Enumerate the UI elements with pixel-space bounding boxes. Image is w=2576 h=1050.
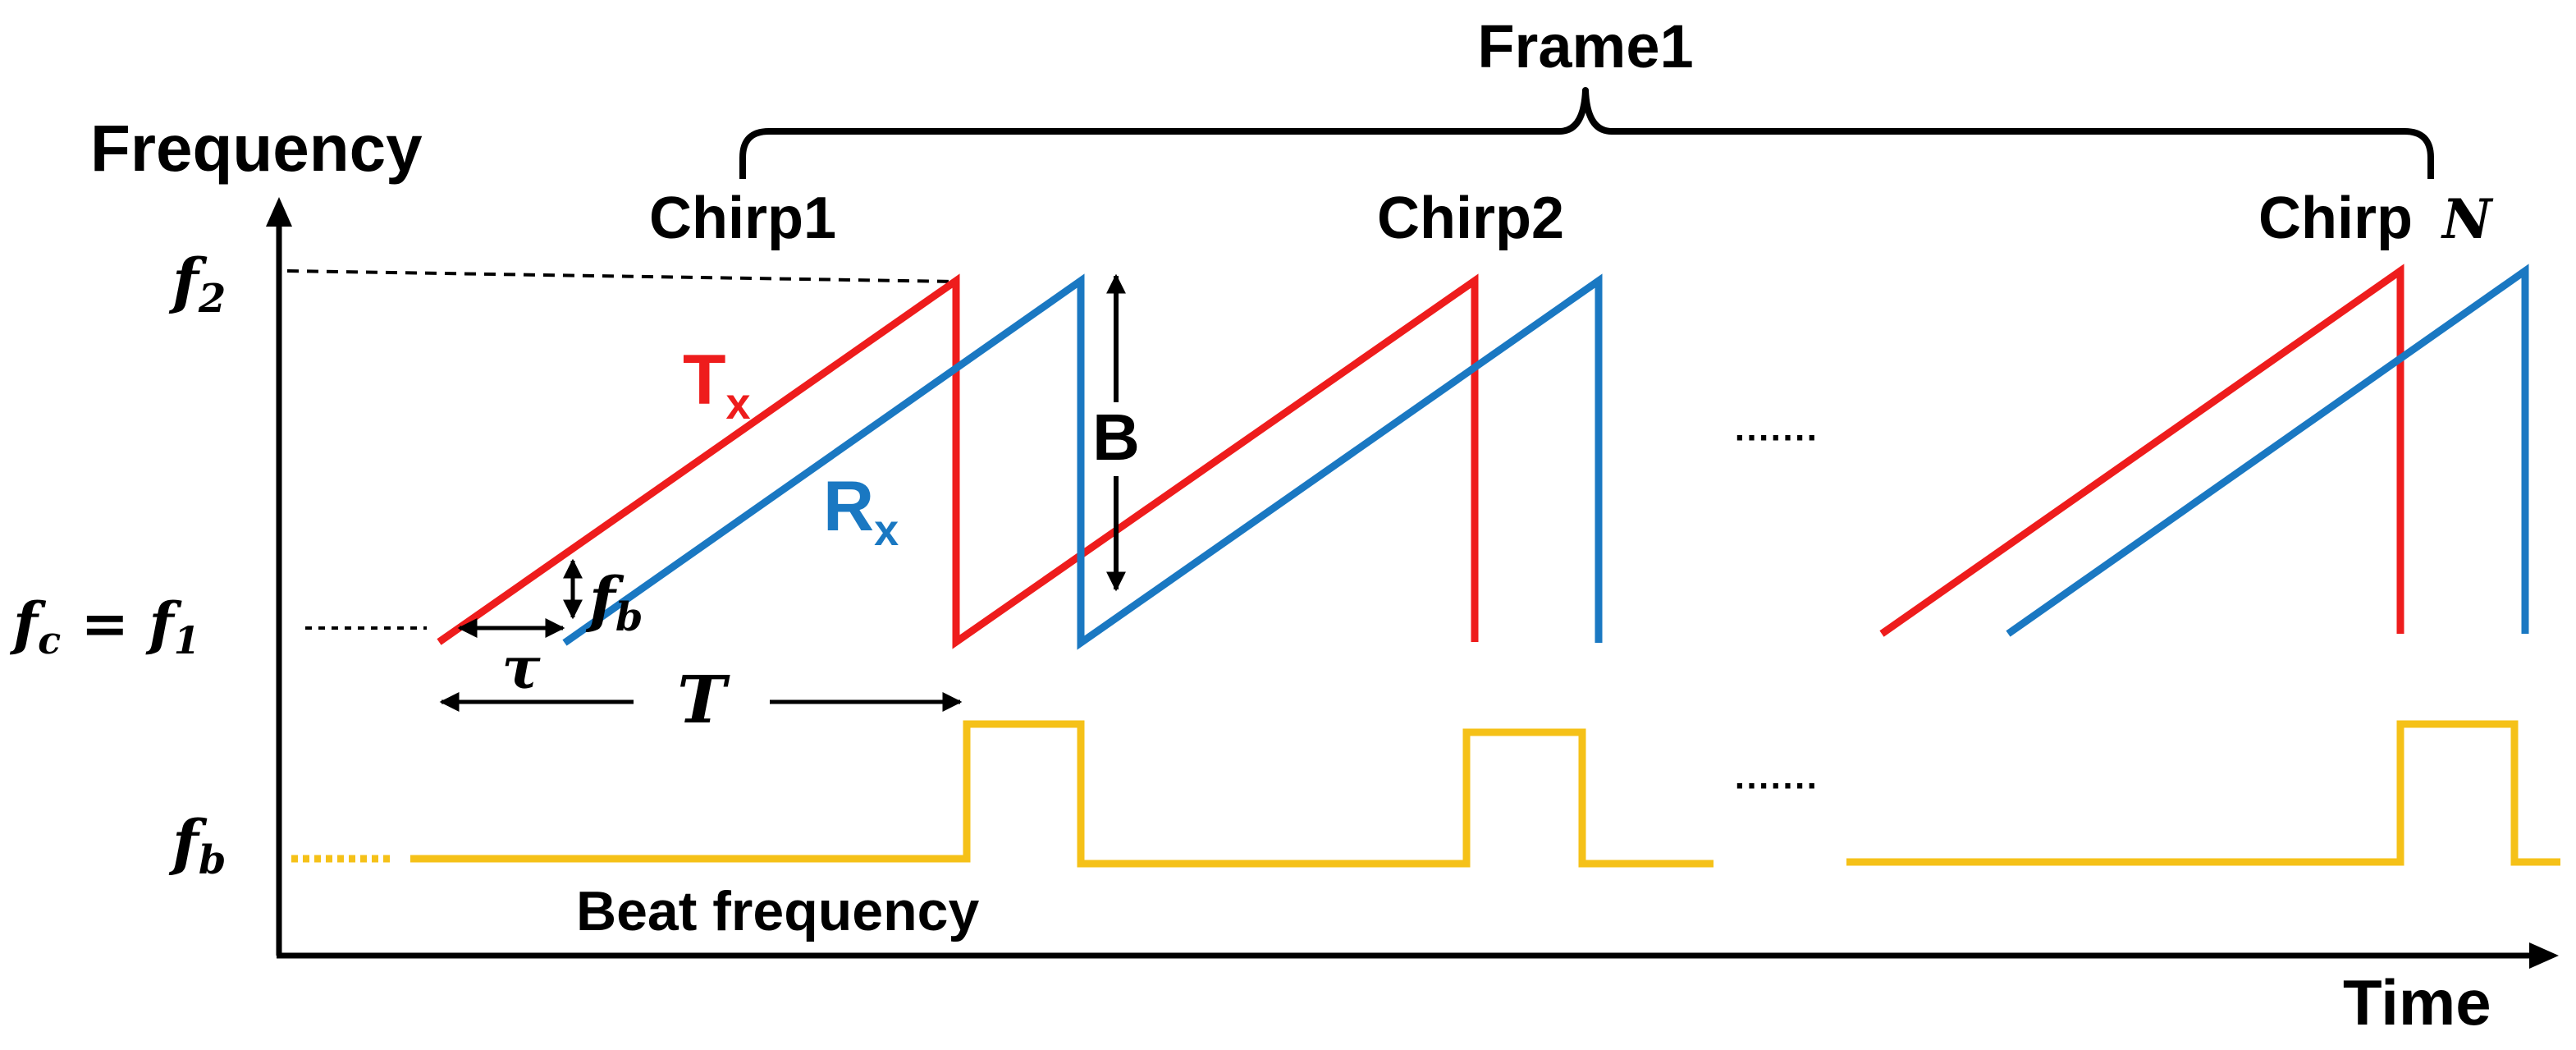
tx-chirp-1-2 [437, 273, 1479, 649]
f2-guide-dashed [286, 269, 957, 283]
period-marker: T [439, 661, 963, 738]
x-axis-arrowhead [2529, 942, 2559, 969]
tick-label-fb: fb [168, 808, 226, 883]
frame-brace-path [739, 87, 2434, 179]
beat-wave-n [1846, 720, 2560, 866]
tx-chirp-n [1879, 264, 2404, 637]
rx-chirp-n [2006, 264, 2529, 637]
frame-brace: Frame1 [739, 12, 2434, 179]
beat-ellipsis: ······· [1735, 766, 1819, 806]
rx-label: Rx [823, 467, 899, 555]
bandwidth-marker: B [1092, 273, 1140, 592]
x-axis-label: Time [2343, 966, 2491, 1039]
chirp1-label: Chirp1 [649, 186, 836, 251]
y-axis-arrowhead [266, 197, 292, 227]
chirpN-label: Chirp N [2258, 186, 2494, 251]
y-axis-label: Frequency [90, 112, 423, 185]
tx-signal [437, 264, 2404, 649]
rx-chirp-1-2 [562, 273, 1603, 650]
chirp2-label: Chirp2 [1377, 186, 1564, 251]
tx-label: Tx [683, 341, 751, 429]
axes [266, 197, 2559, 969]
period-label: T [677, 661, 730, 738]
chirp-ellipsis: ······· [1735, 418, 1819, 458]
beat-frequency-label: Beat frequency [576, 880, 979, 942]
chirpN-label-symbol: N [2441, 187, 2494, 251]
delay-label: τ [501, 634, 541, 702]
frame-label: Frame1 [1477, 12, 1693, 80]
tick-label-fc-f1: fc = f1 [9, 589, 200, 663]
beat-signal [291, 720, 2560, 868]
beat-offset-label: fb [585, 565, 643, 640]
delay-marker: τ [457, 618, 565, 702]
chirpN-label-text: Chirp [2258, 186, 2413, 251]
beat-wave-1 [410, 720, 1714, 868]
rx-signal [562, 264, 2529, 650]
tick-label-f2: f2 [168, 246, 226, 322]
bandwidth-label: B [1092, 401, 1140, 474]
